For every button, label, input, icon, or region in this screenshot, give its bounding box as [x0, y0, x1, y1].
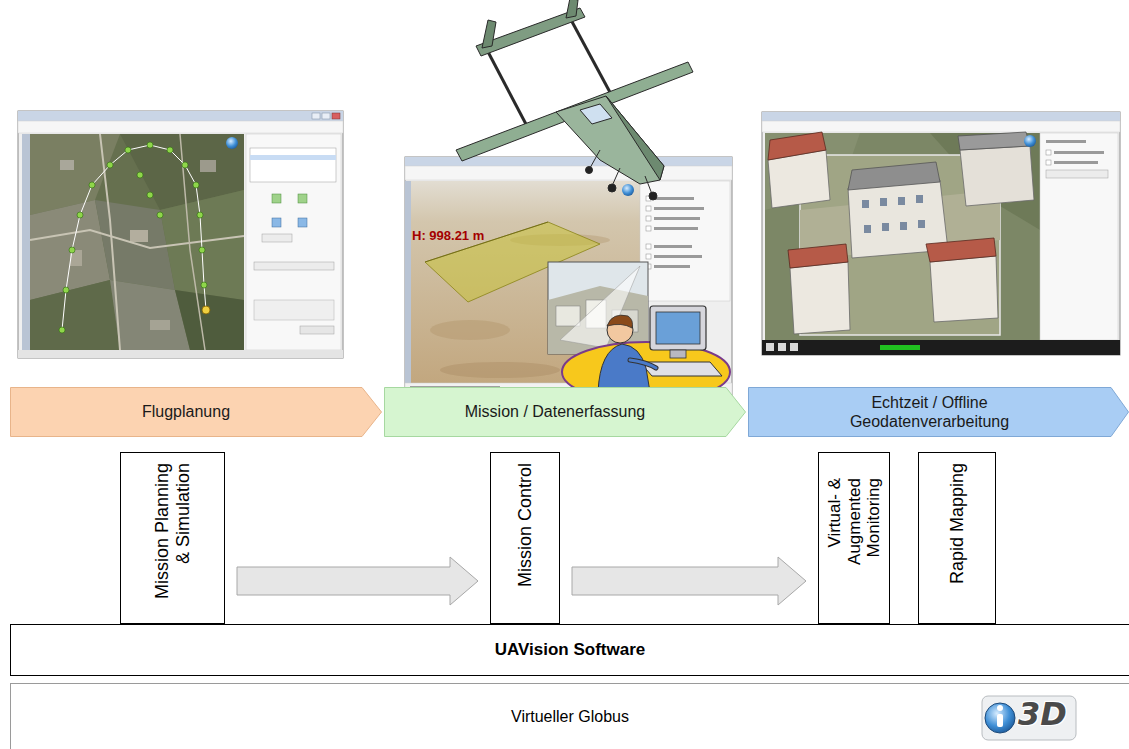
module-box: Rapid Mapping	[918, 452, 996, 624]
software-band: UAVision Software	[10, 624, 1129, 676]
chevron-outline	[11, 388, 382, 437]
phase-chevron: Flugplanung	[10, 387, 382, 437]
module-box: Mission Planning & Simulation	[120, 452, 225, 624]
phase-label: Mission / Datenerfassung	[465, 402, 646, 421]
control-screenshot	[405, 157, 732, 402]
planning-screenshot	[18, 111, 343, 358]
chevron-outline	[749, 388, 1129, 437]
phase-chevron: Echtzeit / Offline Geodatenverarbeitung	[748, 387, 1129, 437]
uav-airplane	[456, 0, 693, 200]
globe-band: Virtueller Globus	[10, 683, 1129, 749]
chevron-label-area: Echtzeit / Offline Geodatenverarbeitung	[748, 387, 1111, 437]
band-label: Virtueller Globus	[511, 708, 629, 726]
altitude-readout: H: 998.21 m	[412, 229, 484, 243]
flow-arrow	[237, 557, 478, 605]
module-box: Mission Control	[490, 452, 560, 624]
globe-logo-emblem	[982, 696, 1076, 740]
monitoring-screenshot	[762, 112, 1120, 355]
phase-label: Echtzeit / Offline Geodatenverarbeitung	[835, 393, 1025, 431]
logo-text: 3D	[1018, 697, 1067, 732]
module-label: Mission Planning & Simulation	[152, 463, 193, 613]
module-label: Virtual- & Augmented Monitoring	[825, 478, 884, 598]
module-label: Rapid Mapping	[947, 463, 968, 613]
phase-label: Flugplanung	[142, 402, 230, 421]
band-label: UAVision Software	[495, 640, 646, 660]
chevron-outline	[385, 388, 746, 437]
flow-arrow	[572, 557, 806, 605]
chevron-label-area: Mission / Datenerfassung	[384, 387, 726, 437]
phase-chevron: Mission / Datenerfassung	[384, 387, 746, 437]
chevron-label-area: Flugplanung	[10, 387, 362, 437]
module-label: Mission Control	[515, 463, 536, 613]
module-box: Virtual- & Augmented Monitoring	[818, 452, 890, 624]
